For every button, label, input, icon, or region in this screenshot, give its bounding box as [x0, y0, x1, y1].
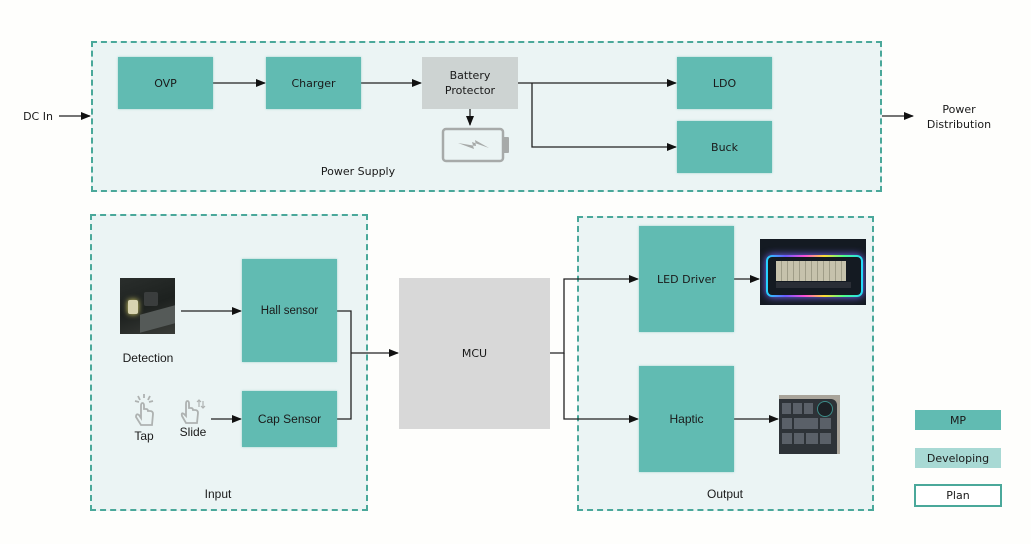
power-distribution-label: Power Distribution	[920, 102, 998, 132]
legend-mp: MP	[915, 410, 1001, 430]
mcu-block[interactable]: MCU	[399, 278, 550, 429]
legend-developing-label: Developing	[926, 451, 990, 465]
wire-battprot-to-buck	[531, 83, 677, 151]
ovp-label: OVP	[154, 76, 177, 90]
dc-in-label: DC In	[23, 110, 53, 123]
legend-mp-label: MP	[949, 413, 967, 427]
slide-label: Slide	[179, 425, 207, 439]
charger-label: Charger	[291, 76, 336, 90]
hall-sensor-block[interactable]: Hall sensor	[242, 259, 337, 362]
wire-cap-to-merge	[337, 353, 352, 420]
hall-sensor-label: Hall sensor	[260, 304, 319, 317]
ldo-block[interactable]: LDO	[677, 57, 772, 109]
led-driver-label: LED Driver	[657, 272, 716, 286]
wire-mcu-to-haptic	[563, 353, 639, 423]
output-group-label: Output	[706, 487, 744, 501]
slide-gesture-icon	[180, 398, 206, 430]
hall-switch-photo	[120, 278, 175, 334]
legend-plan: Plan	[914, 484, 1002, 507]
rgb-keyboard-photo	[760, 239, 866, 305]
power-supply-group-label: Power Supply	[320, 165, 396, 178]
battery-charging-icon	[441, 127, 511, 167]
buck-block[interactable]: Buck	[677, 121, 772, 173]
charger-block[interactable]: Charger	[266, 57, 361, 109]
power-distribution-line2: Distribution	[926, 118, 992, 131]
mcu-label: MCU	[461, 347, 488, 360]
wire-hall-to-merge	[337, 310, 352, 353]
legend-developing: Developing	[915, 448, 1001, 468]
led-driver-block[interactable]: LED Driver	[639, 226, 734, 332]
cap-sensor-block[interactable]: Cap Sensor	[242, 391, 337, 447]
haptic-label: Haptic	[669, 412, 704, 426]
detection-label: Detection	[122, 351, 174, 365]
tap-label: Tap	[134, 429, 154, 443]
tap-gesture-icon	[131, 392, 157, 434]
wire-mcu-to-led	[550, 275, 639, 354]
ovp-block[interactable]: OVP	[118, 57, 213, 109]
input-group-label: Input	[204, 487, 232, 501]
battery-protector-block[interactable]: Battery Protector	[422, 57, 518, 109]
battery-protector-line1: Battery	[449, 69, 491, 82]
power-distribution-line1: Power	[942, 103, 976, 116]
haptic-keyboard-photo	[779, 395, 840, 454]
haptic-block[interactable]: Haptic	[639, 366, 734, 472]
legend-plan-label: Plan	[946, 489, 970, 502]
cap-sensor-label: Cap Sensor	[257, 412, 322, 426]
buck-label: Buck	[711, 140, 738, 154]
battery-protector-line2: Protector	[444, 84, 496, 97]
ldo-label: LDO	[712, 76, 737, 90]
